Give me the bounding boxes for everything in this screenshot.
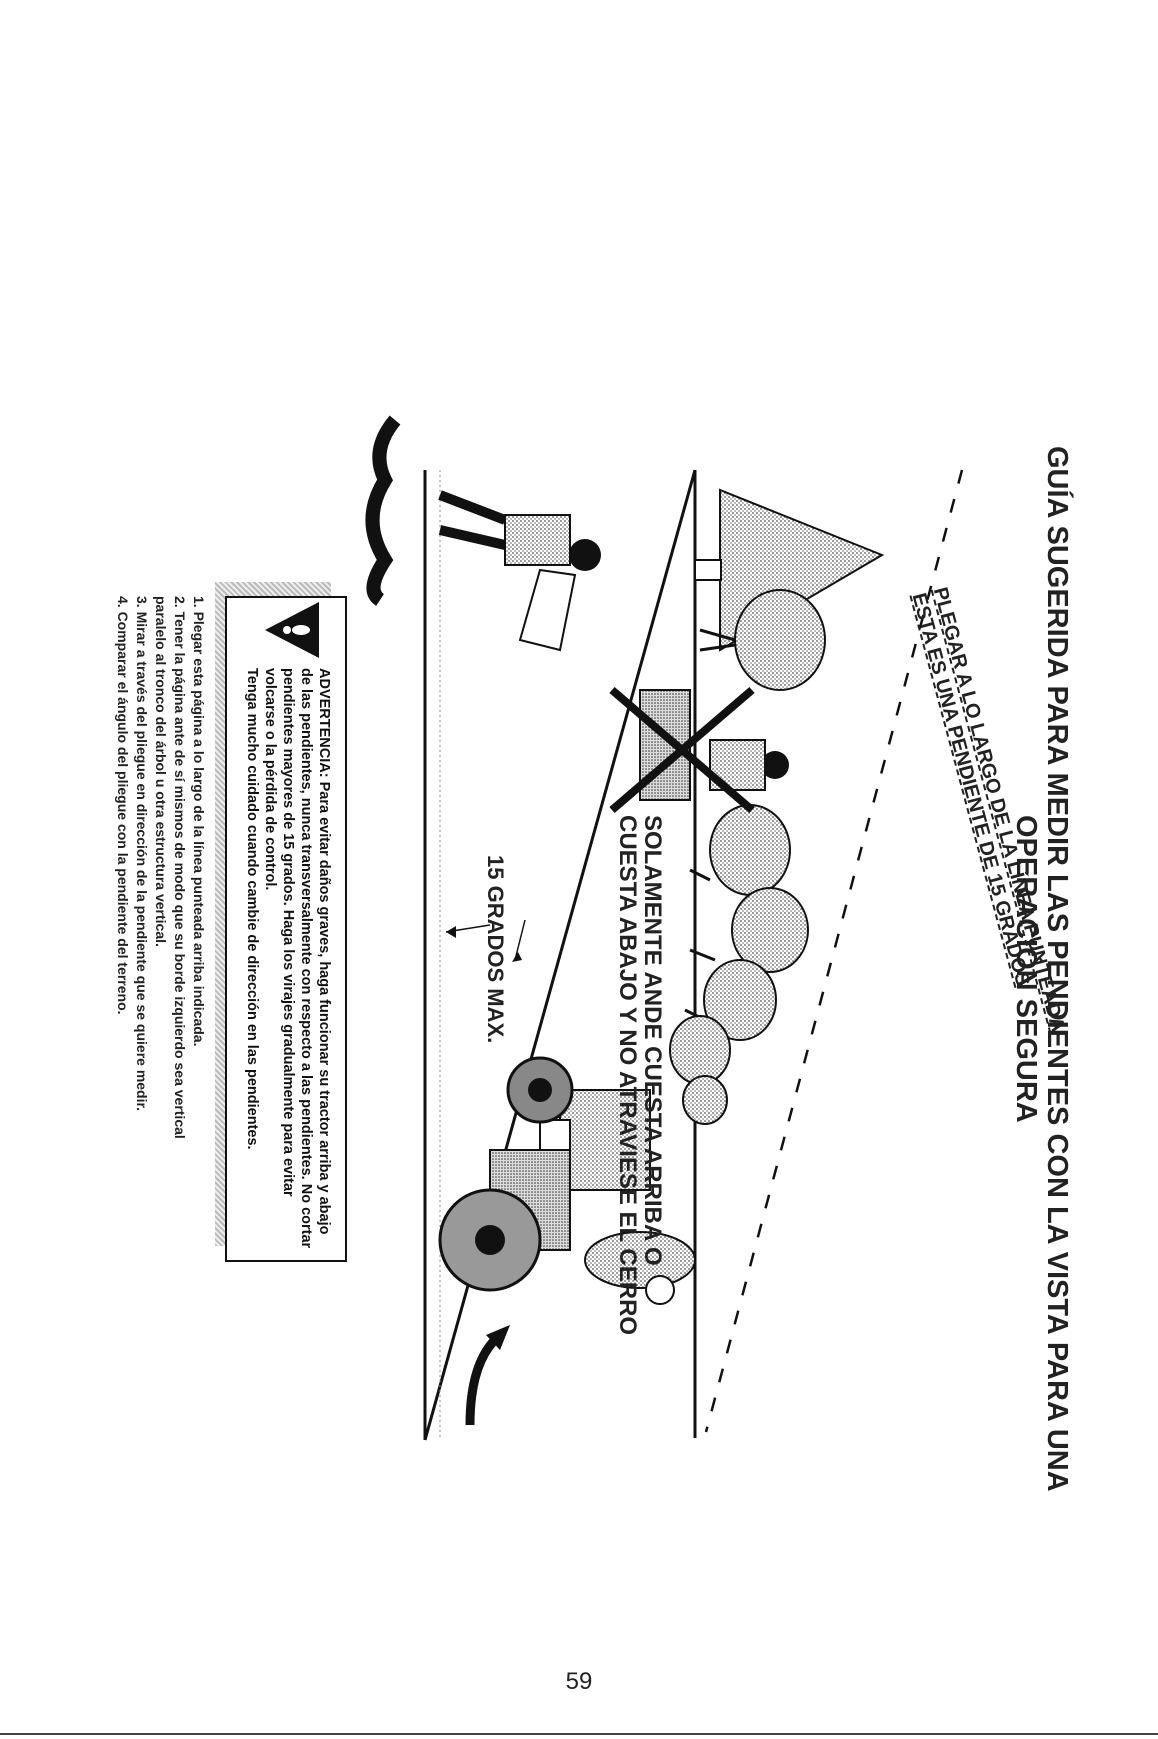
tree-icon xyxy=(669,1015,731,1125)
tractor-illustration xyxy=(438,1056,696,1305)
instruction-list: 1. Plegar esta página a lo largo de la l… xyxy=(113,596,208,1139)
slope-instruction-line2: CUESTA ABAJO Y NO ATRAVIESE EL CERRO xyxy=(614,815,641,1336)
warning-emphasis: Tenga mucho cuidado cuando cambie de dir… xyxy=(244,668,260,1150)
slope-instruction-line1: SOLAMENTE ANDE CUESTA ARRIBA O xyxy=(639,815,666,1266)
tree-icon xyxy=(699,589,826,691)
person-measuring-illustration xyxy=(438,490,601,652)
instruction-item: 2. Tener la página ante de sí mismos de … xyxy=(172,596,188,1139)
warning-lead: ADVERTENCIA: xyxy=(316,668,332,778)
warning-text: ADVERTENCIA: Para evitar daños graves, h… xyxy=(243,668,333,1252)
angle-label: 15 GRADOS MAX. xyxy=(483,855,508,1044)
instruction-item: 4. Comparar el ángulo del pliegue con la… xyxy=(115,596,131,1015)
instruction-item: 1. Plegar esta página a lo largo de la l… xyxy=(191,596,207,1047)
direction-arrow-icon xyxy=(465,1331,504,1426)
warning-box xyxy=(225,596,347,1262)
page-bottom-rule xyxy=(0,1733,1158,1735)
plant-decoration xyxy=(365,415,401,606)
page-number: 59 xyxy=(565,1668,593,1695)
wrong-mowing-direction xyxy=(609,686,789,814)
warning-triangle-icon xyxy=(265,602,319,658)
instruction-item: paralelo al tronco del árbol u otra estr… xyxy=(153,596,169,947)
slope-instruction: SOLAMENTE ANDE CUESTA ARRIBA O CUESTA AB… xyxy=(614,815,666,1336)
tree-icon xyxy=(684,804,809,1041)
instruction-item: 3. Mirar a través del pliegue en direcci… xyxy=(134,596,150,1112)
